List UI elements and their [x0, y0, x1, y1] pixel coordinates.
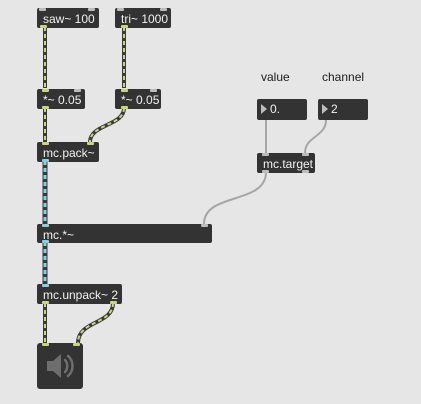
- mc-target-object[interactable]: mc.target: [257, 153, 315, 173]
- cord-channel-to-target[interactable]: [304, 119, 327, 154]
- cord-unpack-right-to-dac[interactable]: [76, 302, 115, 344]
- mul1-inlet-left[interactable]: [42, 89, 49, 92]
- tri-inlet[interactable]: [117, 8, 124, 11]
- saw-inlet-right[interactable]: [88, 8, 95, 11]
- speaker-icon: [47, 354, 74, 378]
- number-triangle-icon: [261, 104, 267, 114]
- tri-object-text: tri~ 1000: [121, 12, 169, 26]
- mult-inlet-left[interactable]: [42, 224, 49, 227]
- cord-target-to-mult[interactable]: [203, 171, 267, 225]
- multiply-object-right[interactable]: *~ 0.05: [115, 89, 161, 109]
- mult-outlet[interactable]: [42, 240, 49, 243]
- unpack-outlet-right[interactable]: [110, 301, 117, 304]
- mul2-inlet-left[interactable]: [121, 89, 128, 92]
- channel-label: channel: [322, 70, 365, 84]
- mul1-outlet[interactable]: [42, 106, 49, 109]
- unpack-object-text: mc.unpack~ 2: [43, 288, 119, 302]
- mul2-inlet-right[interactable]: [150, 89, 157, 92]
- channel-number-text: 2: [331, 102, 338, 116]
- dac-inlet-right[interactable]: [73, 343, 80, 346]
- pack-outlet[interactable]: [42, 159, 49, 162]
- target-outlet-left[interactable]: [262, 170, 269, 173]
- value-number-box[interactable]: 0.: [257, 99, 307, 120]
- pack-inlet-left[interactable]: [42, 142, 49, 145]
- saw-outlet[interactable]: [40, 25, 47, 28]
- value-number-text: 0.: [270, 102, 281, 116]
- mul2-object-text: *~ 0.05: [121, 93, 160, 107]
- mult-inlet-right[interactable]: [201, 224, 208, 227]
- cord-mul2-to-pack[interactable]: [88, 107, 126, 143]
- mul1-inlet-right[interactable]: [74, 89, 81, 92]
- tri-object[interactable]: tri~ 1000: [115, 8, 171, 28]
- target-inlet-right[interactable]: [302, 153, 309, 156]
- saw-object-text: saw~ 100: [43, 12, 95, 26]
- target-object-text: mc.target: [263, 157, 314, 171]
- target-inlet-left[interactable]: [262, 153, 269, 156]
- number-triangle-icon: [322, 104, 328, 114]
- unpack-inlet[interactable]: [42, 284, 49, 287]
- saw-object[interactable]: saw~ 100: [37, 8, 99, 28]
- mul2-outlet[interactable]: [121, 106, 128, 109]
- mc-multiply-object[interactable]: mc.*~: [37, 224, 212, 243]
- saw-inlet[interactable]: [39, 8, 46, 11]
- multiply-object-left[interactable]: *~ 0.05: [37, 89, 85, 109]
- tri-inlet-right[interactable]: [160, 8, 167, 11]
- mult-object-text: mc.*~: [43, 228, 75, 242]
- unpack-outlet-left[interactable]: [42, 301, 49, 304]
- mul1-object-text: *~ 0.05: [43, 93, 82, 107]
- mc-pack-object[interactable]: mc.pack~: [37, 142, 99, 162]
- tri-outlet[interactable]: [121, 25, 128, 28]
- target-outlet-right[interactable]: [302, 170, 309, 173]
- value-label: value: [261, 70, 290, 84]
- mc-unpack-object[interactable]: mc.unpack~ 2: [37, 284, 122, 304]
- pack-inlet-right[interactable]: [87, 142, 94, 145]
- dac-inlet-left[interactable]: [42, 343, 49, 346]
- pack-object-text: mc.pack~: [43, 146, 95, 160]
- channel-number-box[interactable]: 2: [318, 99, 368, 120]
- dac-speaker-button[interactable]: [37, 343, 83, 389]
